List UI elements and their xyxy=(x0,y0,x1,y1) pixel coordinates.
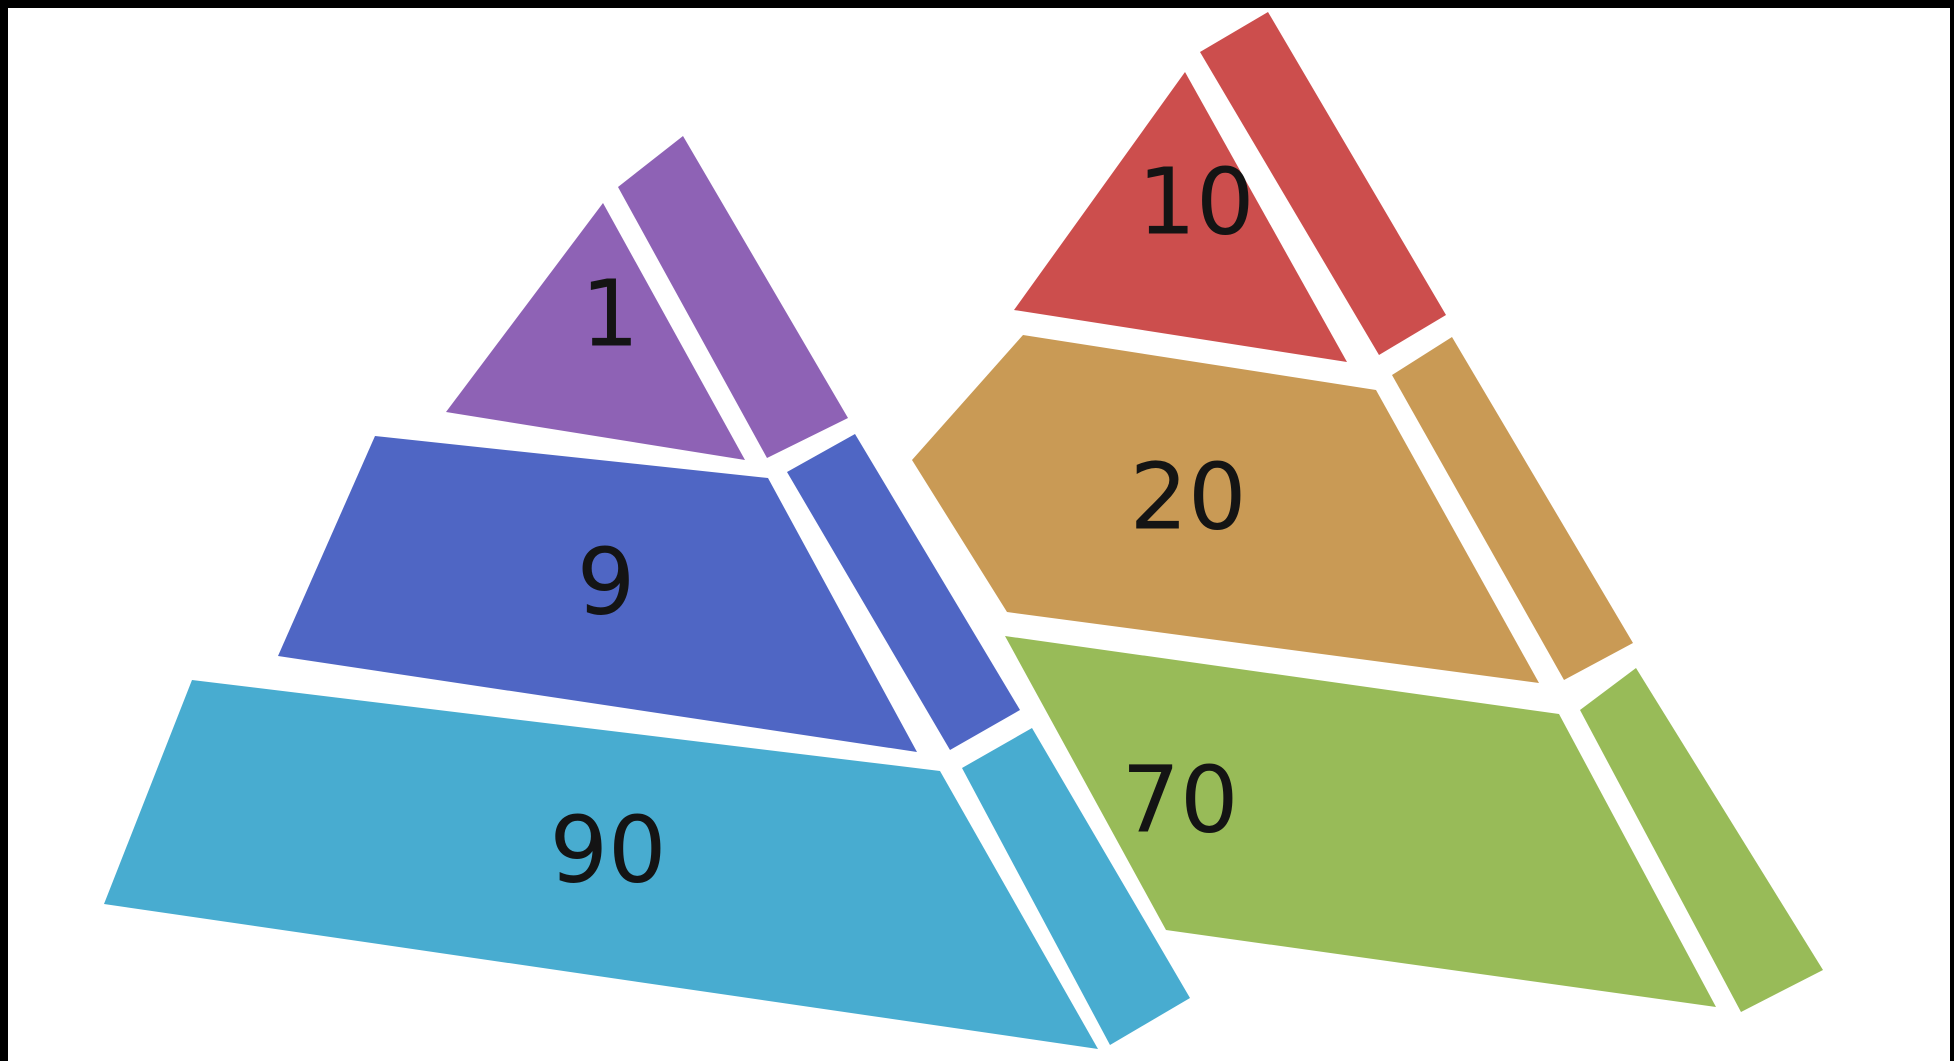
pyramid-right-tier-3-label: 70 xyxy=(1121,746,1238,853)
pyramid-right-tier-1-label: 10 xyxy=(1137,148,1254,255)
pyramid-left-tier-1-label: 1 xyxy=(581,260,640,367)
pyramid-left-tier-3-label: 90 xyxy=(549,796,666,903)
pyramid-left-tier-2-label: 9 xyxy=(577,528,636,635)
pyramid-right-tier-2-label: 20 xyxy=(1129,443,1246,550)
